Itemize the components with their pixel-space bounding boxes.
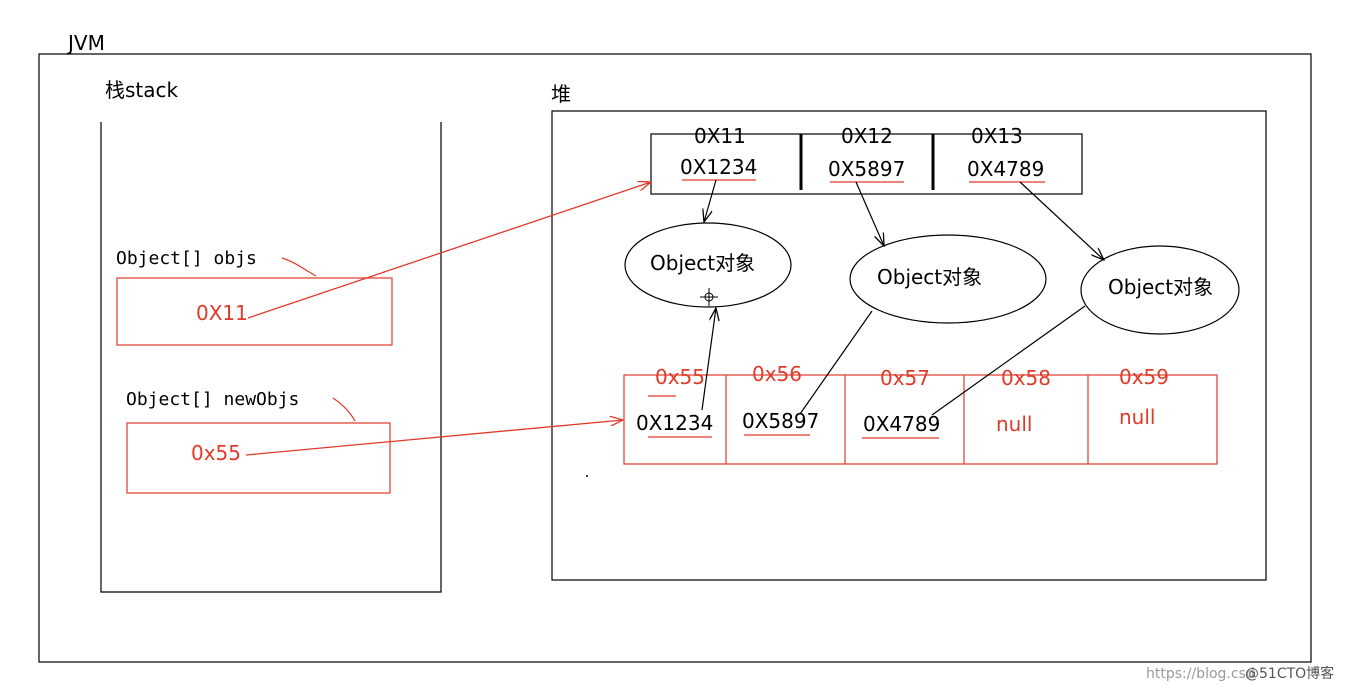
newobjs-reference-arrow	[245, 420, 623, 456]
objs-element-0-arrow	[704, 179, 717, 222]
object-instance-2	[849, 234, 1047, 324]
newobjs-address-1: 0x56	[752, 362, 802, 386]
stack-var-objs-box	[116, 277, 393, 346]
stray-dot	[586, 475, 588, 477]
stack-var-newobjs-box	[126, 422, 391, 494]
stack-var-newobjs-value: 0x55	[191, 441, 241, 465]
watermark-site: @51CTO博客	[1245, 665, 1334, 682]
objs-array-box	[650, 133, 1083, 195]
jvm-label: JVM	[66, 31, 105, 55]
objs-reference-arrow	[247, 182, 651, 319]
objs-address-2: 0X13	[971, 124, 1023, 148]
newobjs-value-2: 0X4789	[863, 412, 940, 436]
newobjs-address-0: 0x55	[655, 365, 705, 389]
objs-value-1: 0X5897	[828, 157, 905, 181]
objs-element-2-arrow	[1019, 181, 1104, 260]
watermark-url: https://blog.csd	[1146, 666, 1255, 682]
objs-address-0: 0X11	[694, 124, 746, 148]
stack-frame	[100, 122, 442, 593]
stack-var-objs-name: Object[] objs	[116, 248, 257, 269]
object-instance-3-label: Object对象	[1108, 275, 1213, 299]
newobjs-value-1: 0X5897	[742, 409, 819, 433]
newobjs-element-0-arrow	[701, 308, 716, 411]
newobjs-address-3: 0x58	[1001, 366, 1051, 390]
newobjs-element-1-line	[799, 310, 873, 415]
jvm-frame	[38, 53, 1312, 663]
objs-address-1: 0X12	[841, 124, 893, 148]
newobjs-address-4: 0x59	[1119, 365, 1169, 389]
stack-label: 栈stack	[105, 78, 179, 102]
heap-label: 堆	[551, 82, 571, 106]
objs-name-connector	[281, 257, 317, 277]
objs-value-2: 0X4789	[967, 157, 1044, 181]
stack-var-newobjs-name: Object[] newObjs	[126, 389, 299, 410]
objs-value-0: 0X1234	[680, 155, 757, 179]
object-instance-3	[1080, 245, 1240, 335]
heap-frame	[551, 110, 1267, 581]
object-instance-2-label: Object对象	[877, 265, 982, 289]
newobjs-name-connector	[332, 397, 356, 422]
newobjs-value-0: 0X1234	[636, 411, 713, 435]
newobjs-value-4: null	[1119, 405, 1155, 429]
objs-element-1-arrow	[855, 181, 884, 246]
newobjs-element-2-line	[931, 305, 1086, 416]
object-instance-1-label: Object对象	[650, 251, 755, 275]
stack-var-objs-value: 0X11	[196, 301, 248, 325]
newobjs-address-2: 0x57	[880, 366, 930, 390]
newobjs-value-3: null	[996, 412, 1032, 436]
